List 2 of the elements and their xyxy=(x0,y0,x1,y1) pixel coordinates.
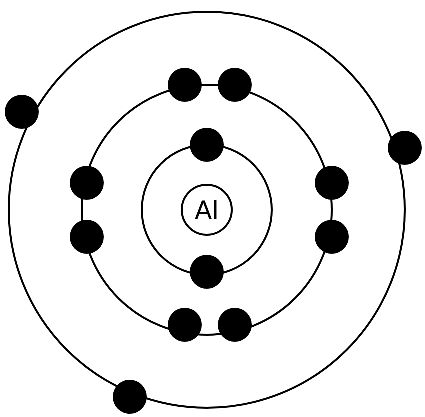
element-symbol: Al xyxy=(194,196,220,224)
nucleus-circle xyxy=(181,184,233,236)
